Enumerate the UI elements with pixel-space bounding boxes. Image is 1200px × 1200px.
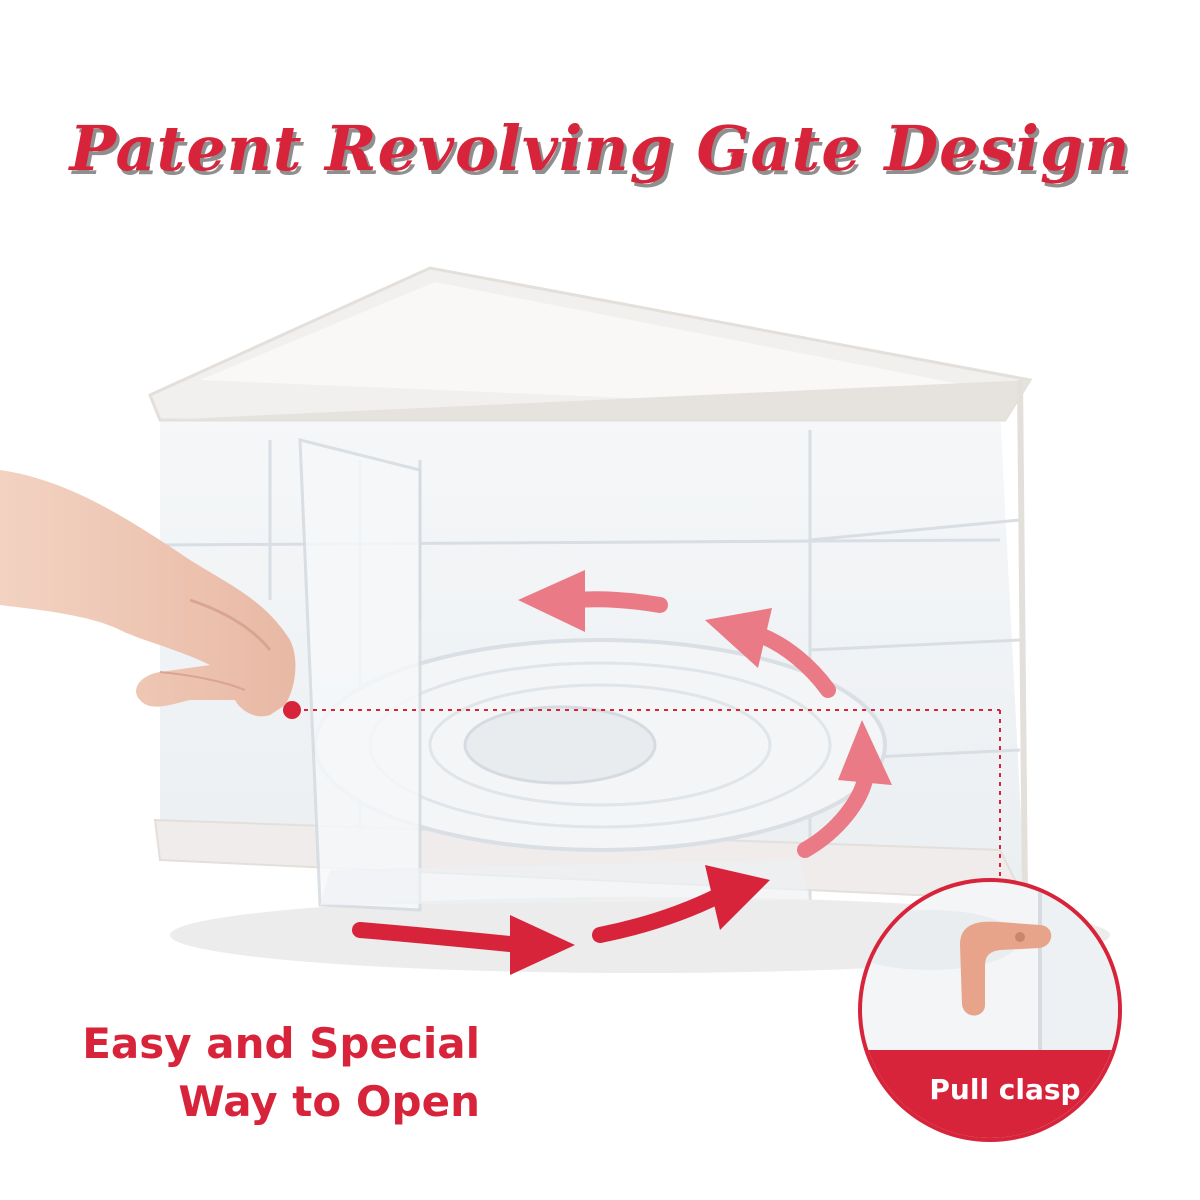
revolving-gate-disc — [313, 638, 887, 852]
pull-clasp-icon — [960, 921, 1052, 1016]
curved-arrow-icon — [838, 720, 892, 785]
rotation-arrows — [352, 570, 892, 975]
pull-clasp-label: Pull clasp — [929, 1073, 1081, 1106]
caption-line-1: Easy and Special — [82, 1019, 480, 1068]
guide-line — [295, 709, 1001, 880]
caption-line-2: Way to Open — [178, 1077, 480, 1126]
curved-arrow-icon — [705, 865, 770, 930]
clasp-marker — [283, 701, 301, 719]
curved-arrow-icon — [510, 915, 575, 975]
feature-caption: Easy and Special Way to Open — [60, 1015, 480, 1131]
curved-arrow-icon — [518, 570, 585, 632]
curved-arrow-icon — [705, 608, 772, 668]
gate-panel — [298, 438, 422, 912]
page-headline: Patent Revolving Gate Design — [69, 112, 1131, 185]
hand-illustration — [0, 470, 296, 717]
